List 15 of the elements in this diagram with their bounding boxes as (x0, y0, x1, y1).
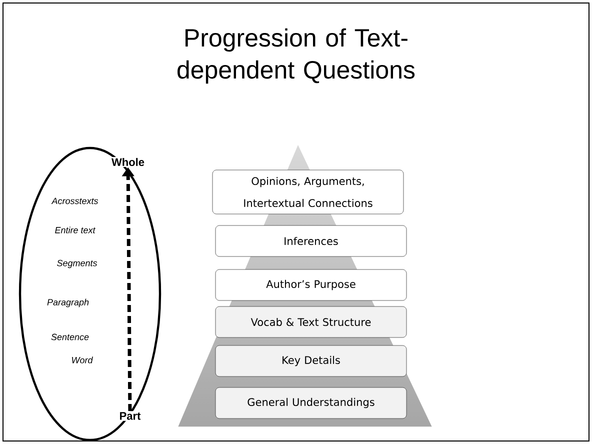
level-box: Vocab & Text Structure (215, 306, 407, 338)
level-label: Acrosstexts (51, 198, 98, 204)
title: Progression of Text-dependent Questions (178, 28, 415, 84)
level-box: Author’s Purpose (215, 269, 407, 301)
level-label: Entire text (55, 226, 96, 234)
level-label: Paragraph (47, 298, 89, 308)
level-box: General Understandings (215, 387, 407, 419)
end-label: Part (118, 411, 142, 421)
level-label: Segments (57, 260, 98, 268)
end-label: Whole (110, 156, 146, 168)
level-box: Inferences (215, 225, 407, 257)
level-box: Opinions, Arguments, Intertextual Connections (212, 170, 404, 214)
level-box: Key Details (215, 345, 407, 377)
level-label: Sentence (51, 334, 89, 340)
level-label: Word (72, 356, 93, 364)
